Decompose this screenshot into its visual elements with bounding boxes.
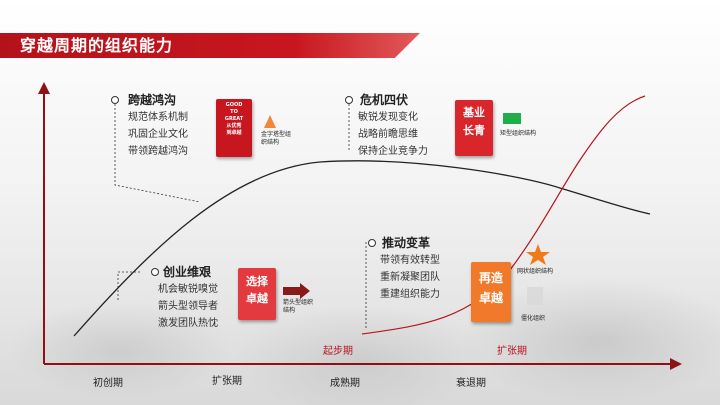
title-bar <box>0 33 420 58</box>
list-item: 箭头型领导者 <box>158 301 218 312</box>
phase-label-expand: 扩张期 <box>497 346 527 357</box>
bullet-chuangye <box>151 268 159 276</box>
list-item: 机会敏锐嗅觉 <box>158 284 218 295</box>
arrow-structure-label: 箭头型组织结构 <box>283 299 314 314</box>
list-item: 带领跨越鸿沟 <box>128 146 188 157</box>
stage-label-startup: 初创期 <box>93 378 123 389</box>
list-item: 激发团队热忱 <box>158 318 218 329</box>
connector-kuayue <box>114 100 201 203</box>
renewal-curve <box>361 95 646 335</box>
book-zaizao-zhuoyue: 再造 卓越 <box>471 262 511 322</box>
block-title-weijiu: 危机四伏 <box>360 93 409 107</box>
block-text-weijiu: 敏锐发现变化 战略前瞻思维 保持企业竞争力 <box>358 109 428 160</box>
lifecycle-curve <box>73 160 651 337</box>
rigid-structure-label: 僵化组织 <box>521 315 546 322</box>
block-title-tuidong: 推动变革 <box>382 236 431 250</box>
pyramid-icon <box>264 115 276 128</box>
list-item: 重新凝聚团队 <box>380 272 440 283</box>
block-text-tuidong: 带领有效转型 重新凝聚团队 重建组织能力 <box>380 252 440 303</box>
bullet-tuidong <box>368 239 376 247</box>
list-item: 保持企业竞争力 <box>358 146 428 157</box>
arrow-structure-icon <box>283 283 310 299</box>
x-axis-arrow <box>670 358 682 370</box>
connector-chuangye <box>117 271 140 300</box>
block-text-chuangye: 机会敏锐嗅觉 箭头型领导者 激发团队热忱 <box>158 281 218 332</box>
list-item: 巩固企业文化 <box>128 129 188 140</box>
pyramid-structure-label: 金字塔型组织结构 <box>261 131 292 146</box>
rigid-structure-icon <box>527 287 543 305</box>
list-item: 重建组织能力 <box>380 289 440 300</box>
star-icon <box>526 244 550 265</box>
rectangle-structure-icon <box>503 113 521 124</box>
bullet-weijiu <box>345 96 353 104</box>
phase-label-start: 起步期 <box>323 346 353 357</box>
background-haze <box>0 180 720 405</box>
list-item: 战略前瞻思维 <box>358 129 418 140</box>
stage-label-maturity: 成熟期 <box>330 378 360 389</box>
page-title: 穿越周期的组织能力 <box>20 36 174 55</box>
list-item: 带领有效转型 <box>380 255 440 266</box>
book-xuanze-zhuoyue: 选择 卓越 <box>238 268 276 320</box>
rectangle-structure-label: 矩型组织结构 <box>500 130 537 137</box>
stage-label-expansion: 扩张期 <box>212 376 242 387</box>
block-text-kuayue: 规范体系机制 巩固企业文化 带领跨越鸿沟 <box>128 109 188 160</box>
bullet-kuayue <box>111 96 119 104</box>
y-axis-arrow <box>38 82 50 94</box>
list-item: 敏锐发现变化 <box>358 112 418 123</box>
block-title-kuayue: 跨越鸿沟 <box>128 93 177 107</box>
list-item: 规范体系机制 <box>128 112 188 123</box>
book-jiye-changqing: 基业 长青 <box>455 100 493 156</box>
book-good-to-great: GOOD TO GREAT 从优秀 到卓越 <box>216 99 252 157</box>
stage-label-decline: 衰退期 <box>456 378 486 389</box>
network-structure-label: 网状组织结构 <box>517 268 554 275</box>
block-title-chuangye: 创业维艰 <box>163 265 212 279</box>
